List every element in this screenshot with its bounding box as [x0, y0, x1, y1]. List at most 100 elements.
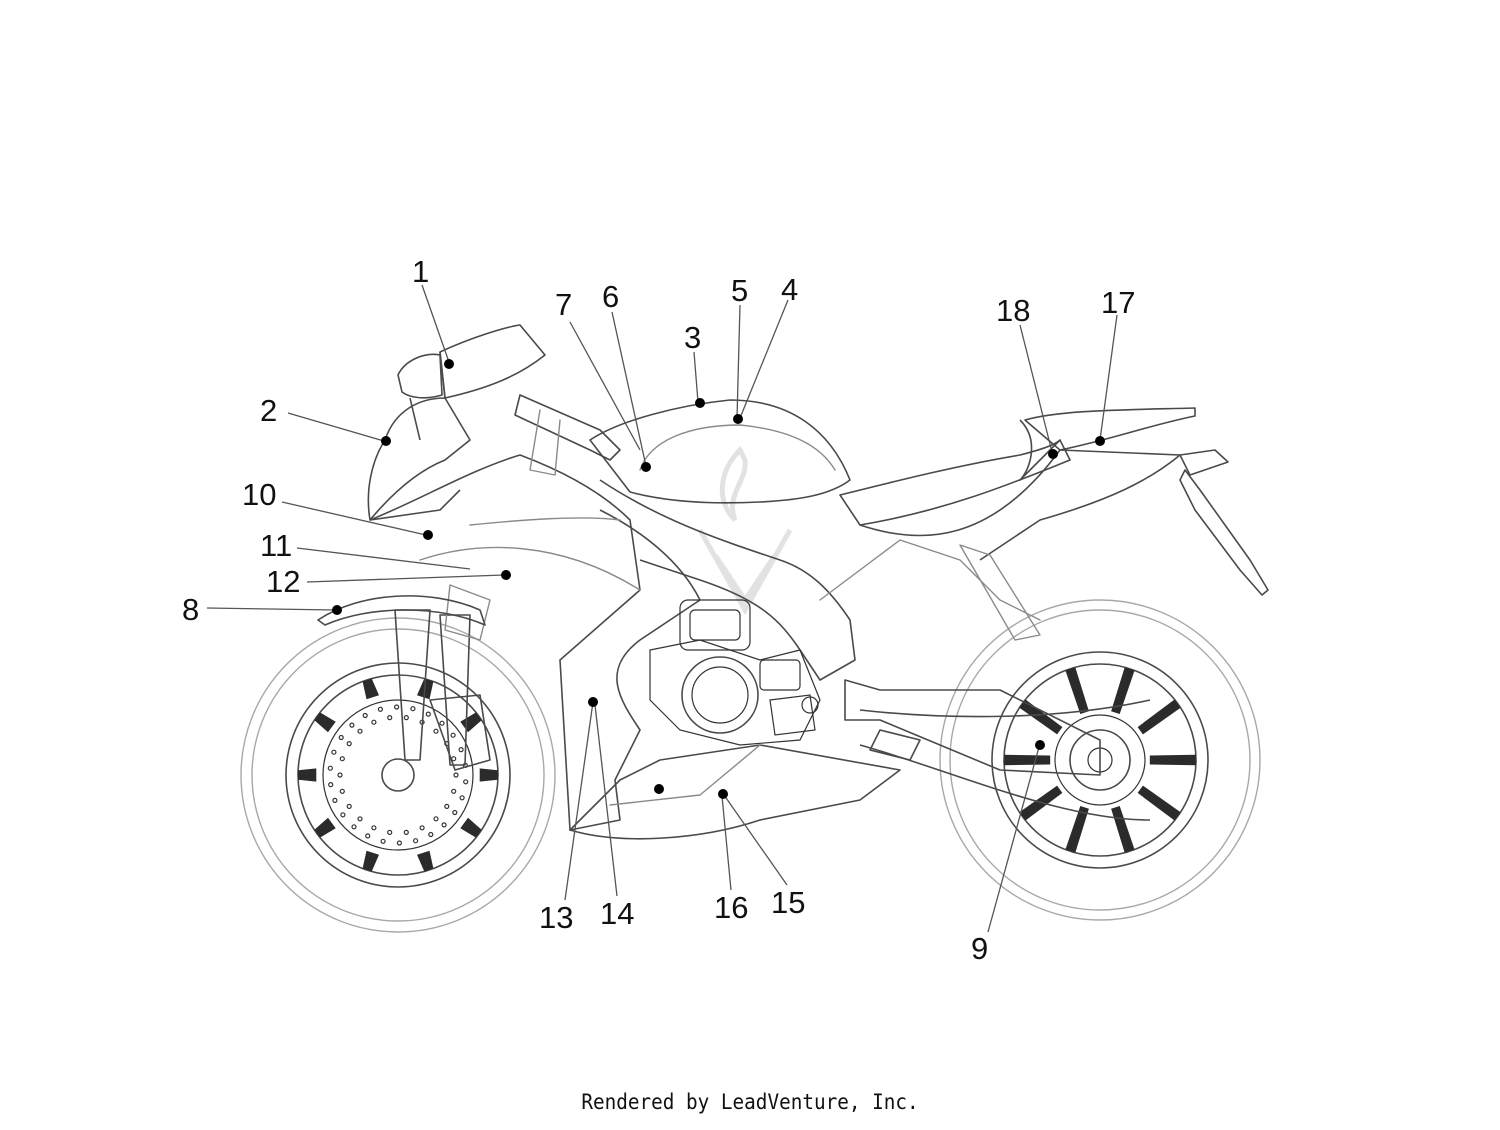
- brake-disc-hole: [403, 829, 409, 836]
- brake-disc-hole: [346, 803, 352, 810]
- brake-disc-hole: [331, 749, 337, 755]
- brake-disc-hole: [332, 797, 338, 804]
- wheel-spoke: [460, 817, 482, 838]
- brake-disc-hole: [338, 734, 344, 741]
- callout-14: 14: [600, 896, 634, 931]
- brake-disc-hole: [357, 728, 363, 734]
- callout-2: 2: [260, 393, 277, 428]
- wheel-spoke: [1137, 699, 1181, 735]
- callout-18: 18: [996, 293, 1030, 328]
- callout-dot-11-12: [501, 570, 511, 580]
- callout-1: 1: [412, 254, 429, 289]
- callout-dot-8: [332, 605, 342, 615]
- callout-dot-18: [1048, 449, 1058, 459]
- brake-disc-hole: [340, 812, 346, 818]
- callout-3: 3: [684, 320, 701, 355]
- wheel-spoke: [362, 678, 379, 700]
- brake-disc-hole: [413, 838, 419, 844]
- wheel-spoke: [1149, 754, 1196, 766]
- wheel-spoke: [314, 817, 336, 838]
- wheel-spoke: [1065, 667, 1089, 714]
- callout-6: 6: [602, 279, 619, 314]
- brake-disc-hole: [403, 714, 409, 721]
- front-fender: [317, 595, 486, 626]
- brake-disc-hole: [433, 816, 439, 822]
- callout-7: 7: [555, 287, 572, 322]
- brake-disc-hole: [346, 740, 352, 747]
- callout-dot-pan: [654, 784, 664, 794]
- wheel-spoke: [298, 768, 317, 782]
- callout-8: 8: [182, 592, 199, 627]
- brake-disc-hole: [458, 746, 464, 753]
- brake-disc-hole: [349, 722, 355, 728]
- callout-dot-15-16: [718, 789, 728, 799]
- wheel-spoke: [314, 712, 336, 733]
- brake-disc-hole: [351, 824, 357, 830]
- bodywork: [367, 324, 1269, 840]
- brake-disc-hole: [371, 825, 377, 831]
- brake-disc-hole: [451, 788, 457, 794]
- brake-disc-hole: [428, 831, 434, 838]
- brake-disc-hole: [365, 833, 371, 839]
- brake-disc-hole: [362, 712, 368, 719]
- brake-disc-hole: [439, 720, 445, 726]
- wheel-spoke: [362, 850, 379, 872]
- callout-10: 10: [242, 477, 276, 512]
- callout-labels: 1 2 3 4 5 6 7 8 9 10 11 12 13 14 15 16 1…: [182, 254, 1135, 966]
- wheel-spoke: [417, 850, 434, 872]
- brake-disc-hole: [396, 840, 402, 846]
- callout-dots: [332, 359, 1105, 799]
- brake-disc-hole: [452, 809, 458, 816]
- callout-13: 13: [539, 900, 573, 935]
- callout-dot-1: [444, 359, 454, 369]
- callout-dot-4-5: [733, 414, 743, 424]
- wheel-spoke: [1019, 699, 1063, 735]
- callout-12: 12: [266, 564, 300, 599]
- callout-dot-2: [381, 436, 391, 446]
- watermark-logo: [697, 445, 793, 616]
- brake-disc-hole: [459, 795, 465, 801]
- callout-17: 17: [1101, 285, 1135, 320]
- callout-dot-10: [423, 530, 433, 540]
- wheel-spoke: [1065, 806, 1089, 853]
- leader-lines: [206, 284, 1118, 933]
- callout-dot-3: [695, 398, 705, 408]
- brake-disc-hole: [339, 788, 345, 794]
- callout-5: 5: [731, 273, 748, 308]
- brake-disc-hole: [339, 756, 345, 762]
- brake-disc-hole: [425, 711, 431, 717]
- engine: [649, 599, 821, 746]
- brake-disc-hole: [327, 765, 333, 771]
- brake-disc-hole: [371, 719, 377, 725]
- callout-11: 11: [260, 528, 292, 563]
- callout-dot-17: [1095, 436, 1105, 446]
- callout-16: 16: [714, 890, 748, 925]
- brake-disc-hole: [453, 772, 459, 778]
- front-wheel: [240, 617, 556, 933]
- wheel-spoke: [1111, 806, 1135, 853]
- callout-9: 9: [971, 931, 988, 966]
- brake-disc-hole: [337, 772, 343, 778]
- callout-4: 4: [781, 272, 798, 307]
- brake-disc-hole: [441, 822, 447, 828]
- callout-dot-9: [1035, 740, 1045, 750]
- wheel-spoke: [1137, 785, 1181, 821]
- brake-disc-hole: [377, 706, 383, 712]
- brake-disc-hole: [328, 781, 334, 788]
- callout-dot-13-14: [588, 697, 598, 707]
- brake-disc-hole: [357, 816, 363, 822]
- brake-disc-hole: [380, 838, 386, 844]
- wheel-spoke: [479, 768, 498, 782]
- brake-disc-hole: [410, 706, 416, 712]
- brake-disc-hole: [444, 803, 450, 810]
- wheel-spoke: [1004, 754, 1051, 766]
- brake-disc-hole: [387, 829, 393, 836]
- callout-dot-6-7: [641, 462, 651, 472]
- brake-disc-hole: [463, 779, 469, 785]
- brake-disc-hole: [394, 704, 400, 710]
- brake-disc-hole: [387, 714, 393, 721]
- brake-disc-hole: [433, 728, 439, 734]
- callout-15: 15: [771, 885, 805, 920]
- footer-credit: Rendered by LeadVenture, Inc.: [581, 1090, 919, 1114]
